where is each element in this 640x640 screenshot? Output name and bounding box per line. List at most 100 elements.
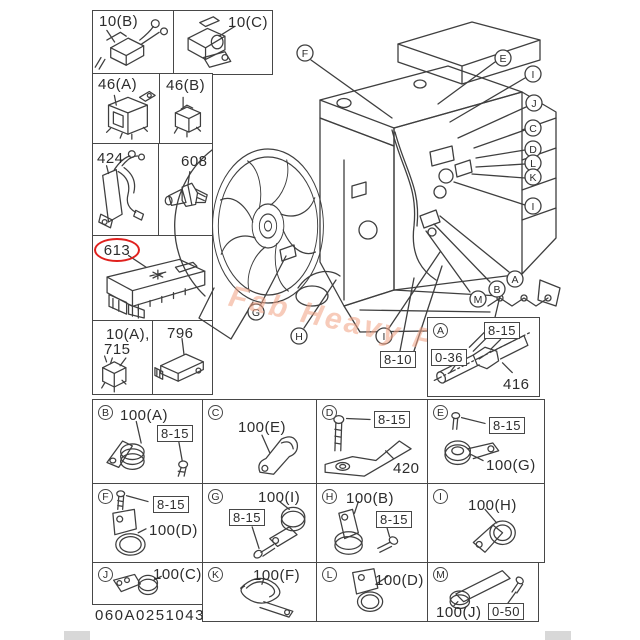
engine-line-art bbox=[174, 21, 561, 340]
torque-label: 8-15 bbox=[153, 496, 190, 513]
clamp-drawing bbox=[106, 420, 189, 477]
relay-part-drawing bbox=[105, 90, 156, 140]
part-box-10A-715: 10(A), 715 bbox=[92, 320, 153, 395]
torque-label: 8-15 bbox=[374, 411, 411, 428]
part-number: 100(I) bbox=[258, 489, 301, 506]
temp-sensor-part-drawing bbox=[164, 171, 208, 207]
part-number: 100(A) bbox=[120, 407, 169, 424]
part-box-608: 608 bbox=[158, 143, 213, 236]
part-number: 46(B) bbox=[166, 77, 206, 94]
engine-callout-G: G bbox=[247, 303, 265, 321]
grid-cell-K: K 100(F) bbox=[202, 562, 317, 622]
part-number: 416 bbox=[503, 376, 530, 393]
callout-letter: G bbox=[252, 307, 260, 319]
part-number: 100(H) bbox=[468, 497, 517, 514]
part-number: 46(A) bbox=[98, 76, 138, 93]
grid-cell-J: J 100(C) bbox=[92, 562, 203, 605]
part-box-424: 424 bbox=[92, 143, 159, 236]
callout-letter: A bbox=[511, 274, 518, 286]
scan-artifact bbox=[64, 631, 90, 640]
part-number: 10(B) bbox=[99, 13, 139, 30]
callout-leader-lines bbox=[260, 59, 527, 352]
torque-label-8-10: 8-10 bbox=[380, 351, 417, 368]
callout-letter: K bbox=[529, 172, 536, 184]
ecu-part-drawing bbox=[106, 254, 206, 319]
engine-callout-H: H bbox=[290, 327, 308, 345]
engine-callout-A: A bbox=[506, 270, 524, 288]
callout-letter: L bbox=[322, 567, 337, 582]
torque-label: 0-50 bbox=[488, 603, 525, 620]
callout-letter: F bbox=[302, 48, 308, 60]
torque-label: 8-15 bbox=[376, 511, 413, 528]
engine-illustration: F E I J C D L K I A B M G H I bbox=[174, 21, 561, 352]
callout-letter: D bbox=[529, 144, 537, 156]
clamp-drawing bbox=[113, 573, 162, 596]
clamp-drawing bbox=[251, 500, 306, 559]
engine-callout-M: M bbox=[469, 290, 487, 308]
grid-cell-G: G 100(I) 8-15 bbox=[202, 483, 317, 563]
switch-part-drawing bbox=[94, 19, 169, 70]
callout-letter: I bbox=[532, 69, 535, 81]
callout-letter: M bbox=[474, 294, 483, 306]
part-number: 10(C) bbox=[228, 14, 269, 31]
callout-letter: E bbox=[433, 405, 448, 420]
grid-cell-L: L 100(D) bbox=[316, 562, 428, 622]
clamp-drawing bbox=[472, 508, 516, 553]
part-number: 100(G) bbox=[486, 457, 536, 474]
part-number: 100(D) bbox=[375, 572, 424, 589]
part-box-46A: 46(A) bbox=[92, 73, 160, 144]
engine-callouts: F E I J C D L K I A B M G H I bbox=[247, 44, 543, 345]
engine-callout-J: J bbox=[525, 94, 543, 112]
clamp-drawing bbox=[352, 568, 389, 612]
grid-cell-C: C 100(E) bbox=[202, 399, 317, 484]
torque-label: 8-15 bbox=[484, 322, 521, 339]
part-number: 100(J) bbox=[436, 604, 482, 621]
callout-letter: H bbox=[322, 489, 337, 504]
part-number: 10(A), bbox=[106, 326, 150, 343]
grid-cell-M: M 100(J) 0-50 bbox=[427, 562, 539, 622]
grid-cell-E: E 8-15 100(G) bbox=[427, 399, 545, 484]
inset-box-A: A 8-15 0-36 416 bbox=[427, 317, 540, 397]
callout-letter: I bbox=[433, 489, 448, 504]
module-part-drawing bbox=[154, 338, 204, 382]
callout-letter: J bbox=[531, 98, 536, 110]
callout-letter: B bbox=[493, 284, 500, 296]
part-number: 420 bbox=[393, 460, 420, 477]
part-number: 100(B) bbox=[346, 490, 395, 507]
part-number: 100(F) bbox=[253, 567, 301, 584]
part-number: 424 bbox=[97, 150, 124, 167]
part-box-613: 613 bbox=[92, 235, 213, 321]
torque-label: 8-15 bbox=[157, 425, 194, 442]
part-number-highlighted: 613 bbox=[103, 242, 131, 259]
torque-label: 8-15 bbox=[229, 509, 266, 526]
spring-clip-drawing bbox=[240, 577, 294, 618]
callout-letter: B bbox=[98, 405, 113, 420]
clamp-drawing bbox=[112, 490, 149, 556]
relay-part-drawing bbox=[101, 355, 127, 393]
callout-letter: M bbox=[433, 567, 448, 582]
sensor-part-drawing bbox=[187, 16, 236, 68]
engine-callout-I2: I bbox=[524, 197, 542, 215]
callout-letter: D bbox=[322, 405, 337, 420]
clamp-drawing bbox=[334, 500, 399, 555]
highlight-oval: 613 bbox=[94, 238, 140, 262]
grid-cell-F: F 8-15 100(D) bbox=[92, 483, 203, 563]
part-box-10C: 10(C) bbox=[173, 10, 273, 75]
part-number: 100(E) bbox=[238, 419, 287, 436]
engine-callout-C: C bbox=[524, 119, 542, 137]
callout-letter: I bbox=[383, 331, 386, 343]
callout-letter: F bbox=[98, 489, 113, 504]
callout-letter: C bbox=[208, 405, 223, 420]
engine-callout-I1: I bbox=[524, 65, 542, 83]
callout-letter: E bbox=[499, 53, 506, 65]
engine-callout-F: F bbox=[296, 44, 314, 62]
part-box-46B: 46(B) bbox=[159, 73, 213, 144]
callout-letter: I bbox=[532, 201, 535, 213]
part-number-line2: 715 bbox=[104, 341, 131, 358]
torque-label: 8-15 bbox=[489, 417, 526, 434]
scan-artifact bbox=[545, 631, 571, 640]
diagram-id: 060A0251043 bbox=[95, 607, 205, 624]
part-number: 100(C) bbox=[153, 566, 202, 583]
callout-letter: G bbox=[208, 489, 223, 504]
